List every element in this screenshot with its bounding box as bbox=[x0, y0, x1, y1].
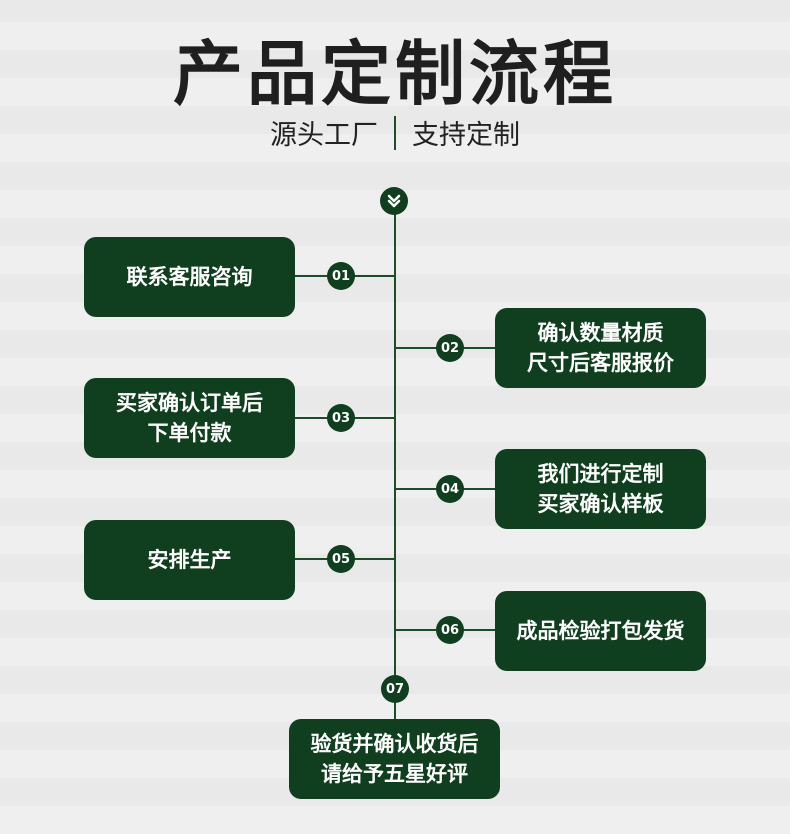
page-title: 产品定制流程 bbox=[173, 33, 617, 115]
step-number: 07 bbox=[381, 675, 409, 703]
subtitle-divider bbox=[394, 115, 396, 150]
subtitle: 源头工厂 支持定制 bbox=[0, 113, 790, 152]
step-box: 买家确认订单后 下单付款 bbox=[84, 378, 295, 458]
subtitle-left: 源头工厂 bbox=[270, 120, 378, 151]
double-chevron-down-icon bbox=[380, 187, 408, 215]
step-number: 03 bbox=[327, 404, 355, 432]
step-number: 05 bbox=[327, 545, 355, 573]
step-number: 06 bbox=[436, 616, 464, 644]
step-number: 02 bbox=[436, 334, 464, 362]
subtitle-right: 支持定制 bbox=[412, 120, 520, 151]
step-number: 04 bbox=[436, 475, 464, 503]
step-box: 联系客服咨询 bbox=[84, 237, 295, 317]
step-box: 成品检验打包发货 bbox=[495, 591, 706, 671]
step-box: 验货并确认收货后 请给予五星好评 bbox=[289, 719, 500, 799]
step-box: 安排生产 bbox=[84, 520, 295, 600]
step-box: 我们进行定制 买家确认样板 bbox=[495, 449, 706, 529]
timeline-axis bbox=[394, 212, 396, 722]
step-box: 确认数量材质 尺寸后客服报价 bbox=[495, 308, 706, 388]
step-number: 01 bbox=[327, 262, 355, 290]
